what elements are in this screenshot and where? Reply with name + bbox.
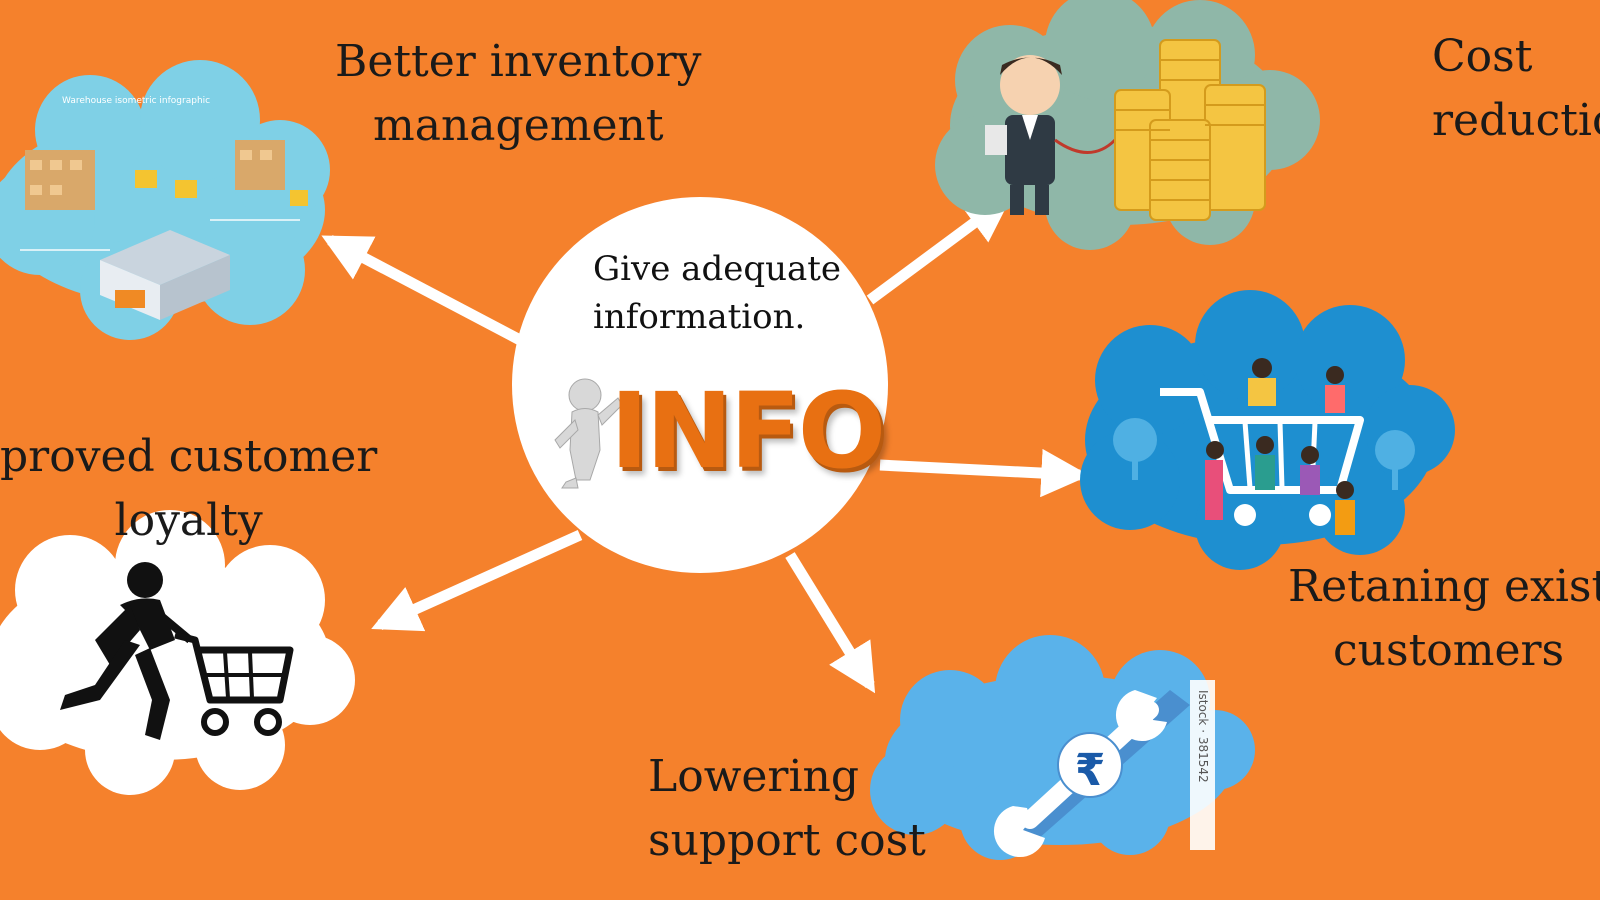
arrow-to-inventory [321,235,523,345]
arrow-to-loyalty [371,529,583,632]
label-retain: Retaning exist customers [1288,555,1600,683]
arrow-to-support [785,552,876,694]
label-support-line1: Lowering [648,751,860,802]
label-retain-line2: customers [1333,624,1565,676]
svg-text:₹: ₹ [1075,745,1106,796]
label-inventory-line1: Better inventory [335,36,702,87]
label-inventory-line2: management [373,99,664,151]
label-inventory: Better inventory management [335,30,702,158]
label-retain-line1: Retaning exist [1288,561,1600,612]
info-badge-word: INFO [610,370,886,492]
warehouse-thumb-title: Warehouse isometric infographic [62,96,211,106]
arrow-to-retain [879,448,1090,498]
label-support-line2: support cost [648,814,926,866]
label-support: Lowering support cost [648,745,926,873]
label-loyalty: proved customer loyalty [0,425,377,553]
info-hub-circle [512,197,888,573]
label-loyalty-line2: loyalty [114,494,263,546]
center-text-line2: information. [593,297,806,337]
arrow-to-cost [866,194,1013,305]
label-loyalty-line1: proved customer [0,431,378,482]
center-text-line1: Give adequate [593,249,842,289]
label-cost-line2: reductio [1432,94,1600,146]
label-cost-line1: Cost [1432,31,1533,82]
label-cost: Cost reductio [1432,25,1600,153]
